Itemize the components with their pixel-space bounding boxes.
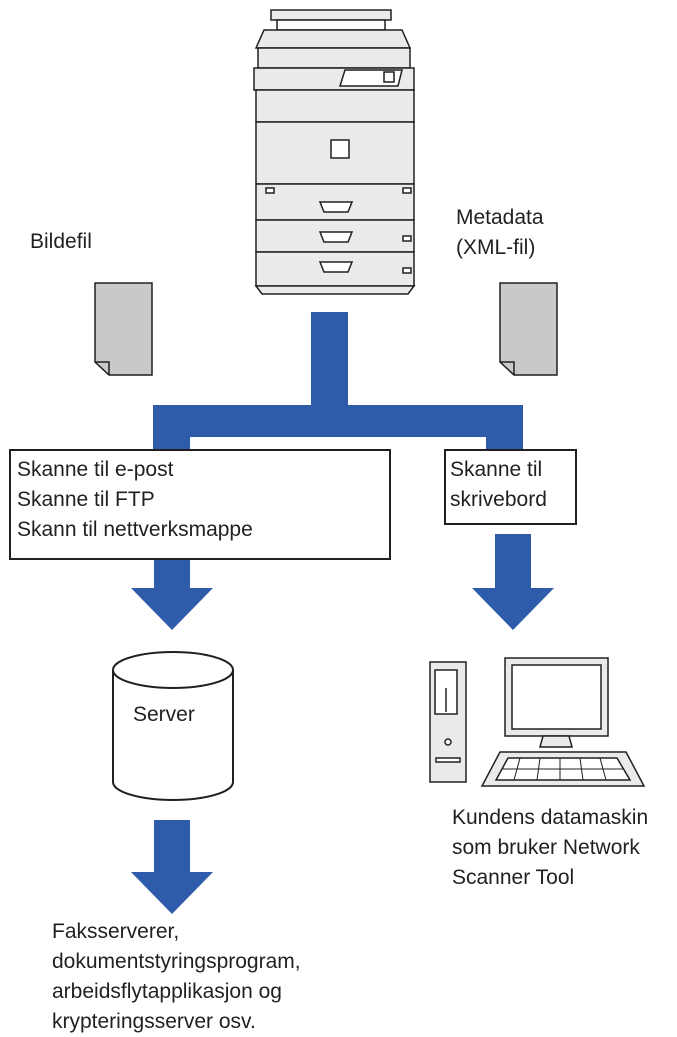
route-scan-to-desktop-line-2: skrivebord — [450, 488, 547, 511]
destinations-line-3: arbeidsflytapplikasjon og — [52, 980, 282, 1003]
arrow-to-destinations — [131, 820, 213, 914]
metadata-label-line-1: Metadata — [456, 206, 544, 229]
metadata-label: Metadata (XML-fil) — [456, 203, 544, 263]
flow-pipes — [153, 312, 523, 457]
client-caption-line-3: Scanner Tool — [452, 866, 575, 889]
destinations-line-2: dokumentstyringsprogram, — [52, 950, 301, 973]
image-file-document-icon — [94, 282, 153, 376]
client-caption-line-2: som bruker Network — [452, 836, 640, 859]
route-scan-to-email: Skanne til e-post — [17, 458, 174, 481]
server-label: Server — [133, 703, 195, 726]
arrow-to-client — [472, 534, 554, 630]
desktop-route-box: Skanne til skrivebord — [444, 449, 577, 525]
destinations-caption: Faksserverer, dokumentstyringsprogram, a… — [52, 917, 301, 1037]
destinations-line-4: krypteringsserver osv. — [52, 1010, 256, 1033]
server-icon — [112, 651, 234, 801]
metadata-document-icon — [499, 282, 558, 376]
client-computer-caption: Kundens datamaskin som bruker Network Sc… — [452, 803, 648, 893]
metadata-label-line-2: (XML-fil) — [456, 236, 536, 259]
route-scan-to-desktop-line-1: Skanne til — [450, 458, 543, 481]
client-caption-line-1: Kundens datamaskin — [452, 806, 649, 829]
desktop-computer-icon — [429, 657, 646, 787]
destinations-line-1: Faksserverer, — [52, 920, 180, 943]
image-file-label: Bildefil — [30, 230, 92, 253]
route-scan-to-ftp: Skanne til FTP — [17, 488, 155, 511]
printer-icon — [253, 9, 416, 295]
server-route-box: Skanne til e-post Skanne til FTP Skann t… — [9, 449, 391, 560]
route-scan-to-network-folder: Skann til nettverksmappe — [17, 518, 253, 541]
